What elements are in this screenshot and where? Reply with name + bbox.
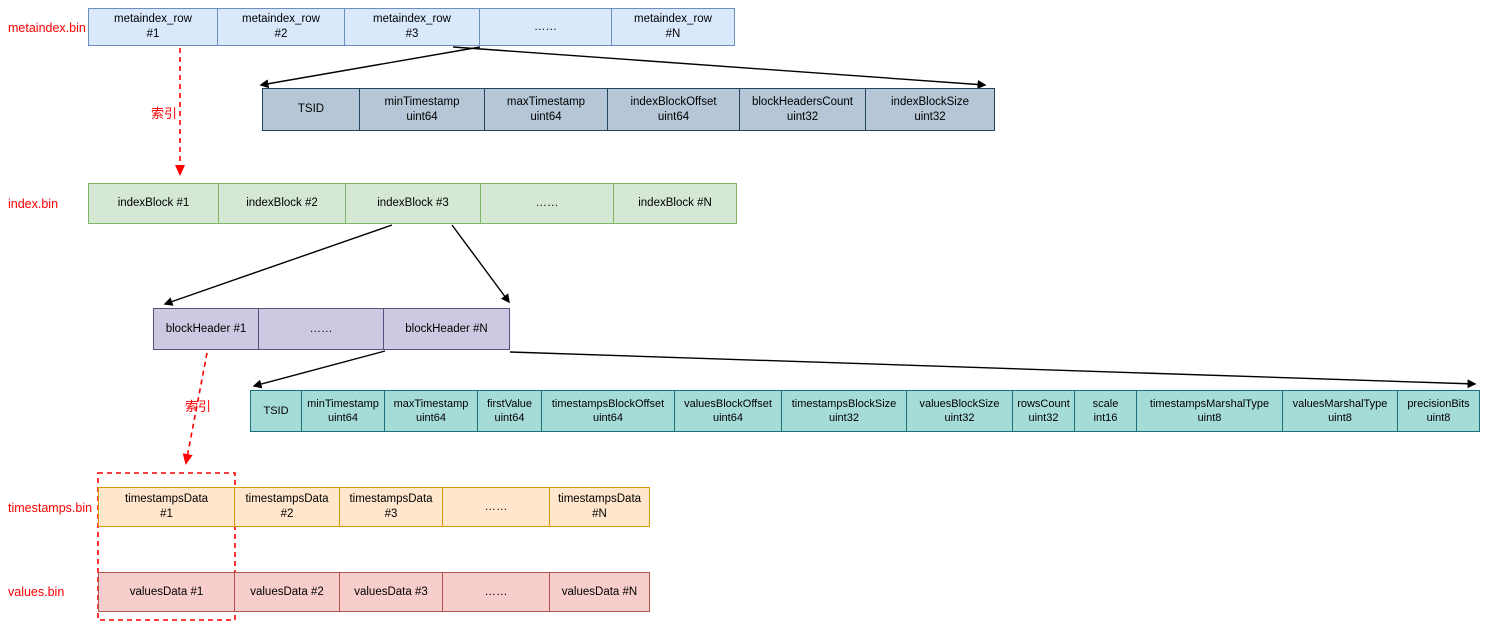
- timestampsdata-3-cell: timestampsData #3: [340, 488, 443, 526]
- blockheaders-row: blockHeader #1 …… blockHeader #N: [153, 308, 510, 350]
- file-label-values: values.bin: [8, 585, 65, 599]
- bh-field-valuesblocksize: valuesBlockSize uint32: [907, 391, 1013, 431]
- bh-field-timestampsblocksize: timestampsBlockSize uint32: [782, 391, 907, 431]
- bh-field-valuesmarshaltype: valuesMarshalType uint8: [1283, 391, 1398, 431]
- valuesdata-1-cell: valuesData #1: [99, 573, 235, 611]
- field-indexblockoffset: indexBlockOffset uint64: [608, 89, 740, 130]
- index-annotation-1: 索引: [151, 106, 178, 121]
- arrow-blockheaderN-to-struct-left: [252, 350, 386, 389]
- arrow-metaindexrow3-to-struct-right: [452, 46, 987, 89]
- field-indexblocksize: indexBlockSize uint32: [891, 95, 969, 123]
- indexblock-1-cell: indexBlock #1: [89, 184, 219, 223]
- file-label-metaindex: metaindex.bin: [8, 21, 86, 35]
- blockheader-1-cell: blockHeader #1: [154, 309, 259, 349]
- indexblock-n-cell: indexBlock #N: [638, 197, 712, 210]
- bh-field-timestampsblockoffset: timestampsBlockOffset uint64: [542, 391, 675, 431]
- metaindex-row-1-cell: metaindex_row #1: [89, 9, 218, 45]
- valuesdata-2-cell: valuesData #2: [235, 573, 340, 611]
- arrow-indexblock3-to-blockheaders-left: [163, 224, 393, 306]
- bh-field-maxtimestamp: maxTimestamp uint64: [385, 391, 478, 431]
- timestampsdata-1-cell: timestampsData #1: [99, 488, 235, 526]
- bh-field-rowscount: rowsCount uint32: [1013, 391, 1075, 431]
- bh-field-precisionbits: precisionBits uint8: [1407, 397, 1470, 424]
- bh-field-mintimestamp: minTimestamp uint64: [302, 391, 385, 431]
- index-file-row: indexBlock #1 indexBlock #2 indexBlock #…: [88, 183, 737, 224]
- values-file-row: valuesData #1 valuesData #2 valuesData #…: [98, 572, 650, 612]
- valuesdata-ellipsis-cell: ……: [443, 573, 550, 611]
- index-annotation-2: 索引: [185, 399, 212, 414]
- indexblock-3-cell: indexBlock #3: [346, 184, 481, 223]
- file-label-timestamps: timestamps.bin: [8, 501, 93, 515]
- arrow-indexblock3-to-blockheaders-right: [451, 224, 510, 304]
- arrow-metaindexrow3-to-struct-left: [259, 46, 481, 89]
- field-mintimestamp: minTimestamp uint64: [360, 89, 485, 130]
- valuesdata-3-cell: valuesData #3: [340, 573, 443, 611]
- bh-field-timestampsmarshaltype: timestampsMarshalType uint8: [1137, 391, 1283, 431]
- field-tsid: TSID: [263, 89, 360, 130]
- metaindex-row-ellipsis-cell: ……: [480, 9, 612, 45]
- bh-field-tsid: TSID: [251, 391, 302, 431]
- indexblock-ellipsis-cell: ……: [481, 184, 614, 223]
- file-label-index: index.bin: [8, 197, 59, 211]
- metaindex-file-row: metaindex_row #1 metaindex_row #2 metain…: [88, 8, 735, 46]
- arrow-blockheaderN-to-struct-right: [509, 351, 1477, 389]
- bh-field-firstvalue: firstValue uint64: [478, 391, 542, 431]
- blockheader-ellipsis-cell: ……: [259, 309, 384, 349]
- blockheader-n-cell: blockHeader #N: [405, 322, 488, 335]
- blockheader-struct-row: TSID minTimestamp uint64 maxTimestamp ui…: [250, 390, 1480, 432]
- bh-field-valuesblockoffset: valuesBlockOffset uint64: [675, 391, 782, 431]
- valuesdata-n-cell: valuesData #N: [561, 585, 638, 598]
- timestampsdata-2-cell: timestampsData #2: [235, 488, 340, 526]
- timestampsdata-ellipsis-cell: ……: [443, 488, 550, 526]
- indexblock-2-cell: indexBlock #2: [219, 184, 346, 223]
- metaindex-row-struct: TSID minTimestamp uint64 maxTimestamp ui…: [262, 88, 995, 131]
- metaindex-row-3-cell: metaindex_row #3: [345, 9, 480, 45]
- field-blockheaderscount: blockHeadersCount uint32: [740, 89, 866, 130]
- timestampsdata-n-cell: timestampsData #N: [557, 493, 642, 520]
- field-maxtimestamp: maxTimestamp uint64: [485, 89, 608, 130]
- bh-field-scale: scale int16: [1075, 391, 1137, 431]
- metaindex-row-n-cell: metaindex_row #N: [634, 13, 712, 40]
- metaindex-row-2-cell: metaindex_row #2: [218, 9, 345, 45]
- timestamps-file-row: timestampsData #1 timestampsData #2 time…: [98, 487, 650, 527]
